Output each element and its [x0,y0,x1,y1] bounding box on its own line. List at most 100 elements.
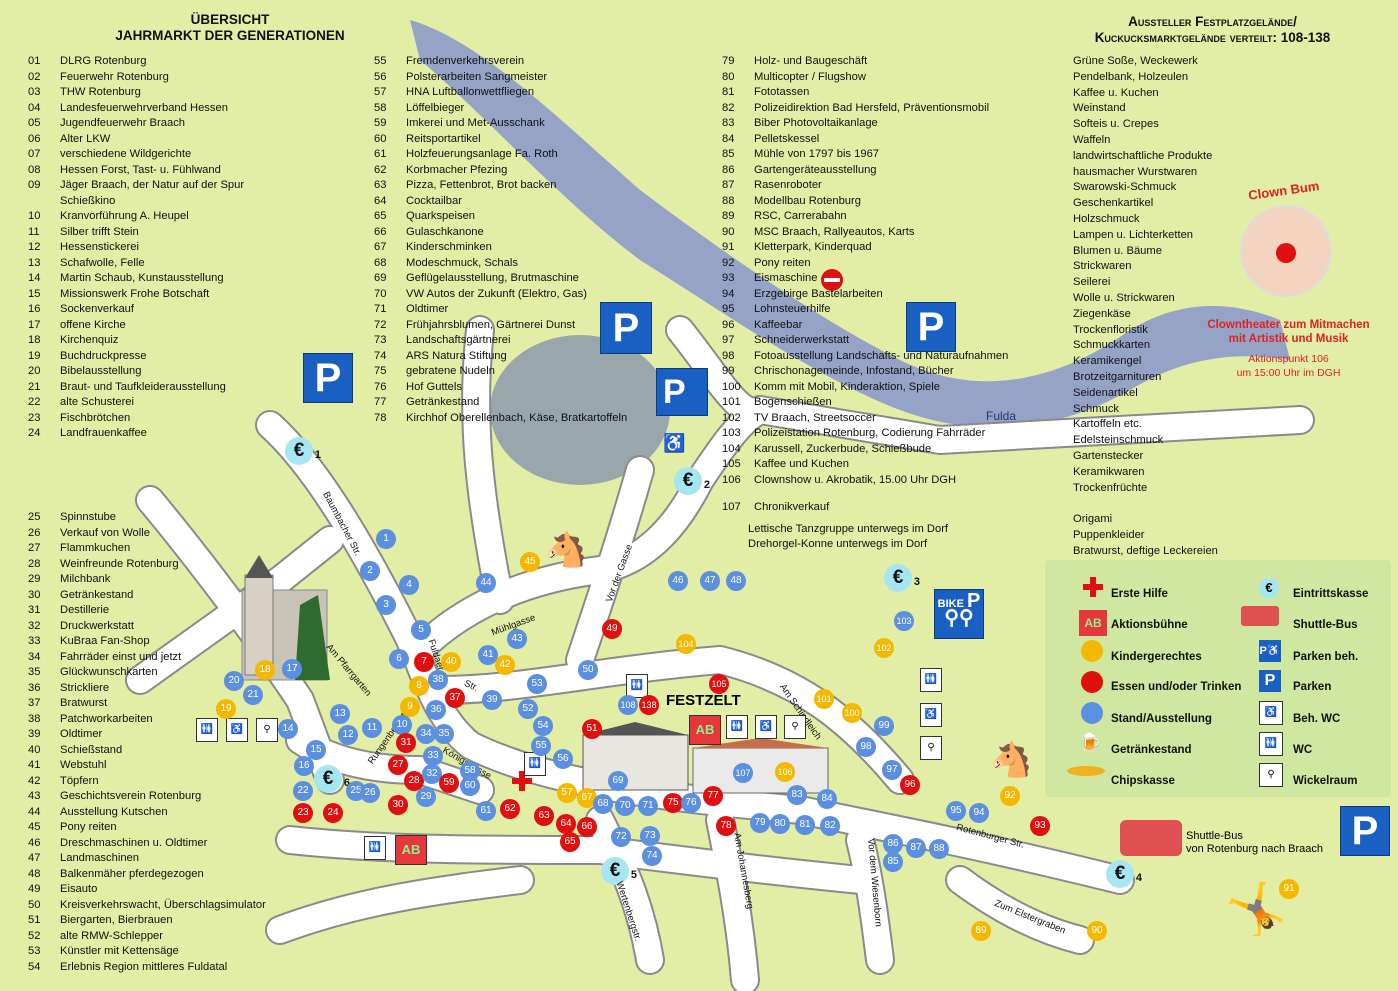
list-item-label: Sockenverkauf [60,303,135,315]
list-item-label: Frühjahrsblumen, Gärtnerei Dunst [406,318,576,331]
title-block: ÜBERSICHT JAHRMARKT DER GENERATIONEN [110,12,350,44]
list-item-label: Löffelbieger [406,101,465,114]
extra-line1: Lettische Tanzgruppe unterwegs im Dorf [748,522,949,535]
map-marker-19: 19 [216,699,236,719]
list-item-number: 69 [374,272,387,284]
map-marker-107: 107 [733,763,753,783]
map-marker-27: 27 [388,755,408,775]
map-marker-49: 49 [602,619,622,639]
wheelchair-icon: ♿ [663,433,686,453]
map-marker-97: 97 [882,760,902,780]
list-item-number: 67 [374,241,387,253]
exhibitor-item: Keramikengel [1073,355,1142,368]
list-item-label: Eismaschine [754,272,818,284]
list-item-label: Geflügelausstellung, Brutmaschine [406,272,579,284]
map-marker-40: 40 [441,652,461,672]
map-marker-55: 55 [531,736,551,756]
list-item-label: Landesfeuerwehrverband Hessen [60,101,228,114]
map-marker-31: 31 [396,733,416,753]
list-item-number: 20 [28,365,41,377]
map-marker-47: 47 [700,571,720,591]
list-item-label: Druckwerkstatt [60,619,134,632]
list-item-label: Cocktailbar [406,194,462,207]
clown-line4: um 15:00 Uhr im DGH [1236,367,1341,379]
title-right-line2: Kuckucksmarktgelände verteilt: 108-138 [1094,30,1331,45]
list-item-number: 70 [374,287,387,300]
changing-room-icon: ⚲ [256,718,278,742]
exhibitor-item: Lampen u. Lichterketten [1073,228,1194,241]
list-item-label: Fremdenverkehrsverein [406,55,525,67]
map-marker-60: 60 [460,776,480,796]
list-item-number: 03 [28,86,41,98]
list-item-label: Hessen Forst, Tast- u. Fühlwand [60,163,221,176]
euro-symbol: € [293,440,305,461]
list-item-label: Missionswerk Frohe Botschaft [60,287,210,300]
list-item-number: 05 [28,117,41,129]
map-marker-6: 6 [389,649,409,669]
map-marker-54: 54 [533,716,553,736]
list-item-label: alte RMW-Schlepper [60,929,164,942]
map-marker-88: 88 [929,839,949,859]
clown-avatar [1240,205,1332,297]
list-item-number: 44 [28,805,41,818]
list-item-number: 10 [28,210,41,222]
list-item-number: 82 [722,101,735,114]
list-item-number: 31 [28,604,41,616]
map-marker-94: 94 [969,803,989,823]
list-item-label: Schneiderwerkstatt [754,334,850,346]
list-item-number: 37 [28,697,41,709]
list-item-label: Landfrauenkaffee [60,427,147,439]
map-marker-59: 59 [439,773,459,793]
map-marker-42: 42 [495,655,515,675]
accessible-wc-icon: ♿ [755,715,777,739]
parking-sign: P [1340,806,1390,856]
pony-rider-icon: 🐴 [990,741,1033,779]
map-marker-108: 108 [618,695,638,715]
list-item-number: 36 [28,681,41,694]
list-item-label: Oldtimer [406,303,449,315]
list-item-number: 74 [374,349,387,362]
map-marker-26: 26 [360,783,380,803]
exhibitor-item: Origami [1073,513,1113,526]
list-item-number: 73 [374,334,387,346]
list-item-label: Korbmacher Pfezing [406,163,508,176]
map-marker-44: 44 [476,573,496,593]
exhibitor-item: hausmacher Wurstwaren [1073,165,1198,178]
map-marker-28: 28 [404,771,424,791]
list-item-number: 101 [722,396,741,408]
list-item-label: Glückwunschkarten [60,666,158,678]
accessible-wc-icon: ♿ [226,718,248,742]
list-item-label: Kirchhof Oberellenbach, Käse, Bratkartof… [406,411,628,424]
list-item-label: Kreisverkehrswacht, Überschlagsimulator [60,898,266,911]
legend-first-aid: Erste Hilfe [1111,588,1168,600]
list-item-label: Komm mit Mobil, Kinderaktion, Spiele [754,380,940,393]
list-item-label: Verkauf von Wolle [60,526,150,539]
list-item-label: Schießkino [60,194,116,207]
map-marker-102: 102 [874,638,894,658]
list-item-label: Künstler mit Kettensäge [60,945,179,957]
list-item-label: Quarkspeisen [406,210,476,222]
list-item-number: 01 [28,55,41,67]
map-marker-100: 100 [842,703,862,723]
list-item-number: 47 [28,852,41,864]
list-item-number: 98 [722,349,735,362]
map-marker-93: 93 [1030,816,1050,836]
list-item-label: Fischbrötchen [60,411,131,424]
list-item-number: 88 [722,194,735,207]
action-stage-1: AB [395,835,427,865]
legend-parking-disabled: Parken beh. [1293,651,1359,663]
stand-dot-icon [1081,702,1103,724]
